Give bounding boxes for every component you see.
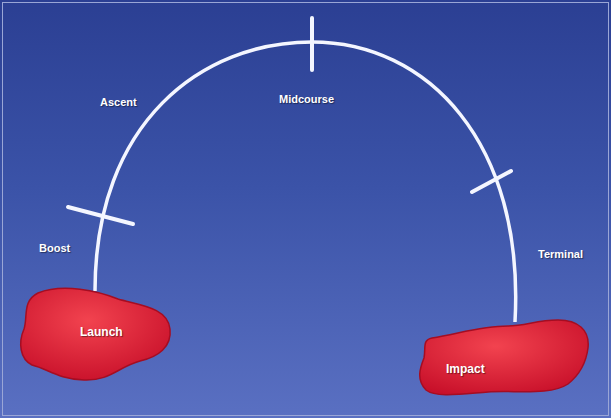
region-label: Impact	[446, 362, 485, 376]
impact-region: Impact	[418, 318, 592, 398]
phase-label: Terminal	[538, 248, 583, 260]
boost-ascent-tick	[68, 207, 133, 224]
phase-label: Midcourse	[279, 93, 334, 105]
launch-region: Launch	[18, 285, 173, 383]
phase-label: Ascent	[100, 96, 137, 108]
blob-shape	[418, 318, 592, 398]
trajectory-arc	[95, 42, 516, 322]
phase-label: Boost	[39, 242, 70, 254]
apex-tick	[310, 18, 314, 70]
region-label: Launch	[80, 325, 123, 339]
terminal-tick	[472, 171, 511, 192]
